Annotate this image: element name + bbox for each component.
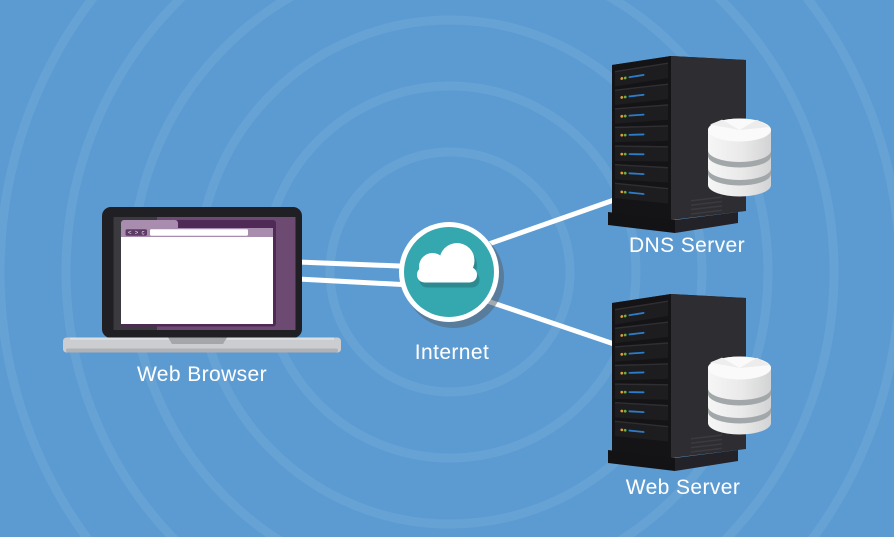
web-server-label: Web Server (625, 476, 741, 499)
browser-nav-chip (125, 229, 147, 236)
internet-label: Internet (414, 341, 490, 364)
web-browser-node: < > c (63, 207, 341, 353)
web-server-rack-icon (608, 294, 771, 471)
browser-url-bar (150, 229, 248, 236)
browser-window: < > c (121, 220, 276, 327)
internet-node (399, 222, 504, 328)
dns-server-rack-icon (608, 56, 771, 233)
dns-server-node (608, 56, 771, 233)
laptop-base (63, 337, 341, 353)
dns-server-label: DNS Server (628, 234, 746, 257)
browser-tab (121, 220, 178, 230)
cloud-icon (417, 243, 477, 283)
laptop-hinge-notch (168, 337, 227, 344)
web-browser-label: Web Browser (136, 363, 268, 386)
browser-nav-icons: < > c (128, 231, 145, 237)
browser-content (121, 237, 273, 324)
web-server-node (608, 294, 771, 471)
